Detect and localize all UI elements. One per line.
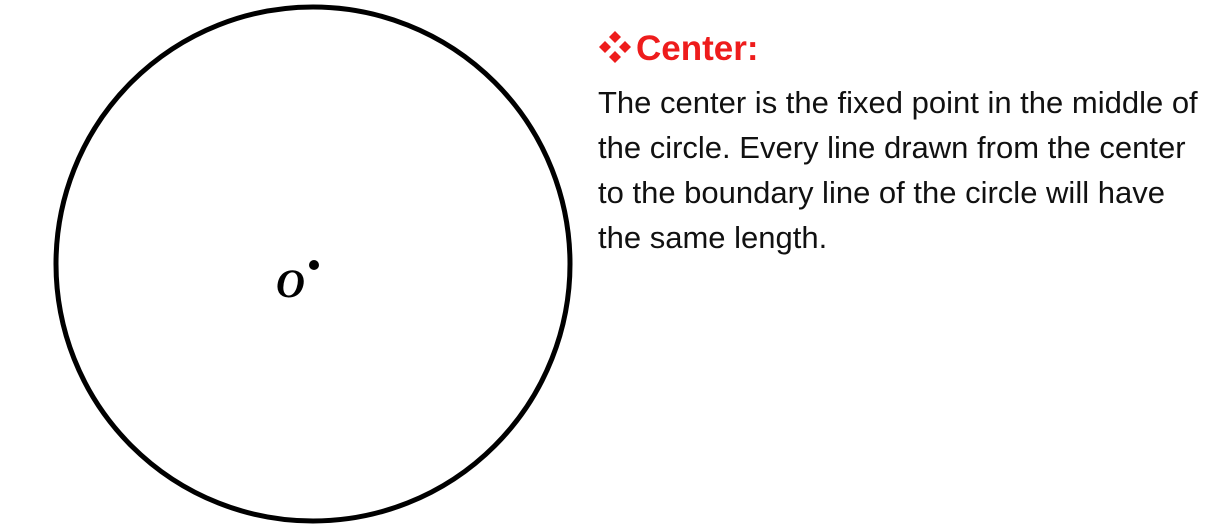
definition-heading: Center:	[598, 26, 1198, 72]
circle-diagram: O	[53, 4, 573, 524]
center-label: O	[276, 261, 305, 306]
definition-body: The center is the fixed point in the mid…	[598, 85, 1198, 255]
heading-text: Center:	[636, 29, 759, 68]
four-diamond-bullet-icon	[599, 31, 631, 63]
center-point	[309, 260, 319, 270]
circle-boundary	[53, 4, 573, 524]
definition-panel: Center: The center is the fixed point in…	[598, 26, 1198, 260]
